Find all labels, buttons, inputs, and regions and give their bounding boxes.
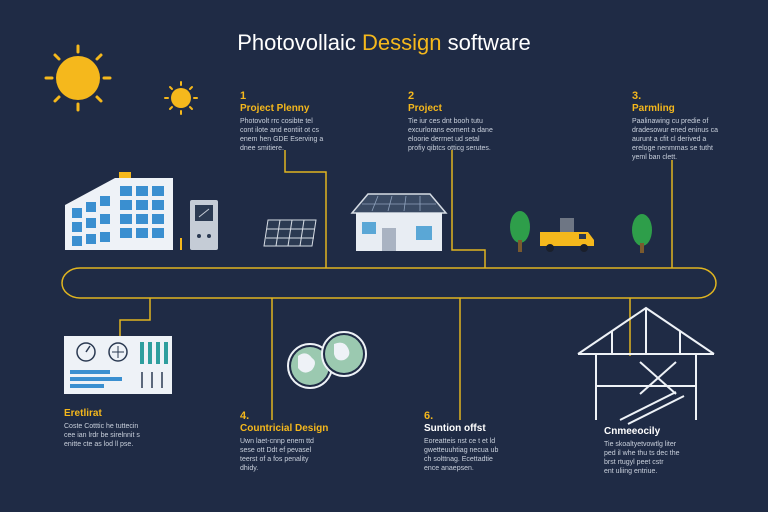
step-heading: Suntion offst [424, 423, 486, 434]
step-permitting: 3. Parmling Paalinawing cu predie of dra… [632, 90, 738, 162]
step-line: dnee smitiere. [240, 145, 284, 152]
step-number: 2 [408, 90, 415, 102]
inverter-icon [180, 200, 218, 250]
step-commercial-design: 4. Countricial Design Uwn laet-cnnp enem… [240, 410, 352, 473]
step-heading: Countricial Design [240, 423, 329, 434]
step-heading: Cnmeeocily [604, 426, 661, 437]
globe-icon [287, 343, 333, 389]
connector-step-1 [284, 150, 327, 268]
step-line: ped il whe thu ts dec the [604, 450, 680, 457]
office-building-icon [65, 172, 173, 250]
globe-icon [321, 331, 367, 377]
step-description: Paalinawing cu predie of dradesowur ened… [632, 117, 738, 162]
step-description: Coste Cotttic he tuttecin cee ian lrdr b… [64, 422, 174, 449]
step-line: excurlorans eoment a dane [408, 127, 493, 134]
step-line: ereloge nenmmas se tutht [632, 145, 713, 152]
step-description: Photovolt rrc cosibte tel cont ilote and… [240, 117, 352, 153]
step-number: 1 [240, 90, 247, 102]
connector-lines [61, 150, 717, 420]
step-project: 2 Project Tie iur ces dnt booh tutu excu… [408, 90, 520, 153]
connector-step-left [119, 298, 151, 338]
step-line: teerst of a fos penality [240, 456, 309, 463]
step-description: Uwn laet-cnnp enem ttd sese ott Ddt ef p… [240, 437, 352, 473]
connector-step-2 [451, 150, 486, 268]
dashboard-icon [64, 336, 172, 394]
solar-panel-icon [263, 219, 317, 247]
step-line: profiy qibtcs otticg serutes. [408, 145, 491, 152]
step-description: Tie skoaltyetvowtlg liter ped il whe thu… [604, 440, 716, 476]
step-heading: Project [408, 103, 442, 114]
step-line: dradesowur ened eninus ca [632, 127, 719, 134]
page-title: Photovollaic Dessign software [0, 30, 768, 56]
step-line: Tie skoaltyetvowtlg liter [604, 441, 677, 448]
step-number: 4. [240, 410, 250, 422]
step-line: cont ilote and eontiit ot cs [240, 127, 319, 134]
step-line: dhidy. [240, 465, 259, 472]
step-solution-offset: 6. Suntion offst Eoreatteis nst ce t et … [424, 410, 536, 473]
step-line: Coste Cotttic he tuttecin [64, 423, 139, 430]
step-number: 6. [424, 410, 434, 422]
step-line: Eoreatteis nst ce t et ld [424, 438, 496, 445]
truck-icon [540, 218, 594, 252]
step-line: Tie iur ces dnt booh tutu [408, 118, 483, 125]
step-heading: Project Plenny [240, 103, 310, 114]
step-line: ent uliing entriue. [604, 468, 658, 475]
title-accent: Dessign [362, 30, 442, 55]
title-part-1: Photovollaic [237, 30, 362, 55]
title-part-2: software [441, 30, 531, 55]
small-sun-icon [164, 81, 198, 115]
step-line: aurunt a cfit cl derived a [632, 136, 707, 143]
step-estimate: Eretlirat Coste Cotttic he tuttecin cee … [64, 408, 174, 449]
step-line: ch solttnag. Ecettadtie [424, 456, 493, 463]
step-description: Tie iur ces dnt booh tutu excurlorans eo… [408, 117, 520, 153]
timeline-track [61, 267, 717, 299]
step-line: ence anaepsen. [424, 465, 474, 472]
sun-icon [44, 44, 112, 112]
step-line: yeml ban clett. [632, 154, 678, 161]
step-heading: Parmling [632, 103, 675, 114]
step-heading: Eretlirat [64, 408, 102, 419]
step-description: Eoreatteis nst ce t et ld gwetteuuhtiag … [424, 437, 536, 473]
step-number: 3. [632, 90, 642, 102]
step-line: cee ian lrdr be sirelnnit s [64, 432, 140, 439]
step-line: eloorie derrnet ud setal [408, 136, 480, 143]
step-line: brst rtugyl peet cstr [604, 459, 664, 466]
step-project-planning: 1 Project Plenny Photovolt rrc cosibte t… [240, 90, 352, 153]
tree-icon [510, 211, 530, 252]
tree-icon [632, 214, 652, 253]
step-line: Uwn laet-cnnp enem ttd [240, 438, 314, 445]
step-line: Photovolt rrc cosibte tel [240, 118, 313, 125]
step-line: gwetteuuhtiag necua ub [424, 447, 499, 454]
roof-frame-icon [577, 306, 715, 425]
step-line: sese ott Ddt ef pevasel [240, 447, 312, 454]
step-line: enitte cte as lod ll pse. [64, 441, 134, 448]
step-line: enem hen GDE Eserving a [240, 136, 324, 143]
house-icon [350, 193, 448, 251]
step-line: Paalinawing cu predie of [632, 118, 709, 125]
step-commercially: Cnmeeocily Tie skoaltyetvowtlg liter ped… [604, 426, 716, 476]
